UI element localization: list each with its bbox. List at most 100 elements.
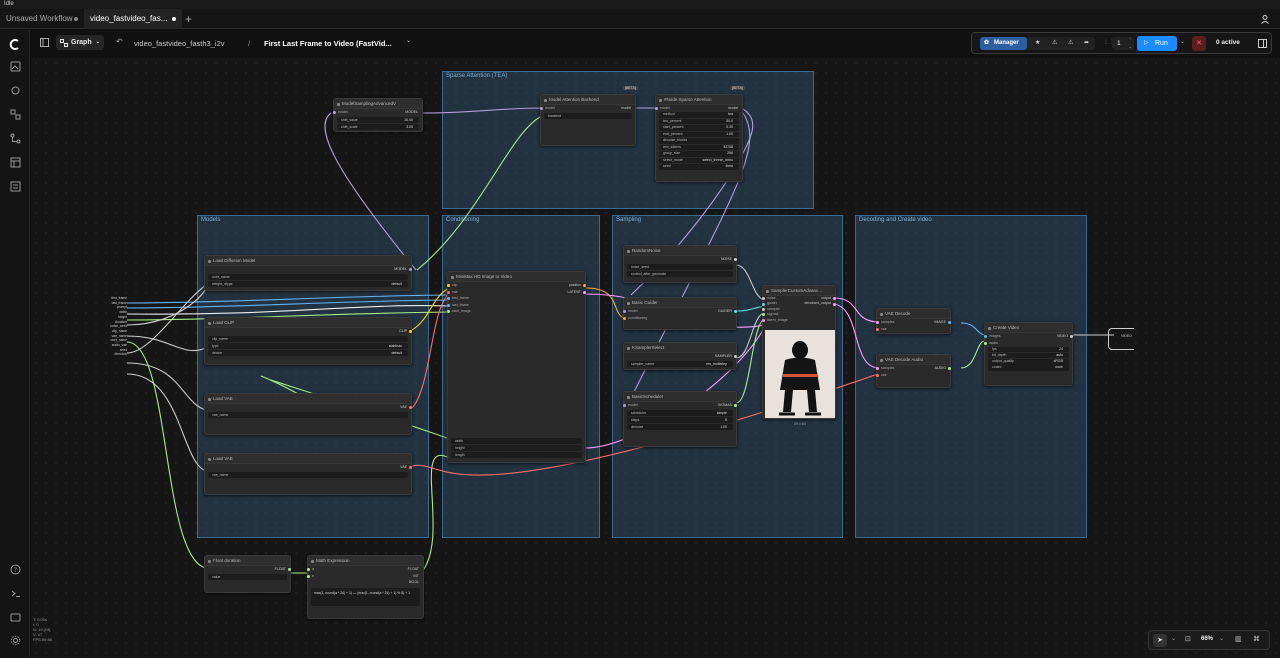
input-socket[interactable]: [540, 107, 543, 110]
zoom-chevron-icon[interactable]: ⌄: [1219, 636, 1225, 642]
primitive-output-label[interactable]: direction: [114, 352, 127, 357]
primitive-output-label[interactable]: prompt: [116, 305, 127, 310]
star-icon[interactable]: ★: [1035, 40, 1041, 46]
primitive-output-label[interactable]: height: [118, 314, 127, 319]
input-socket[interactable]: [447, 297, 450, 300]
node-load-vae[interactable]: Load VAE VAE vae_name: [204, 393, 412, 435]
output-socket[interactable]: [409, 406, 412, 409]
output-socket[interactable]: [833, 297, 836, 301]
input-socket[interactable]: [307, 574, 310, 578]
widget-noise-seed[interactable]: noise_seed: [627, 263, 733, 270]
input-socket[interactable]: [447, 303, 450, 307]
widget-clip-name[interactable]: clip_name: [208, 335, 408, 342]
widget-vae-name[interactable]: vae_name: [208, 471, 408, 478]
input-socket[interactable]: [447, 310, 450, 313]
input-socket[interactable]: [623, 404, 626, 407]
input-socket[interactable]: [984, 335, 987, 338]
node-load-diffusion-model[interactable]: Load Diffusion Model MODEL unet_name wei…: [204, 255, 412, 291]
primitive-output-label[interactable]: unet_name: [110, 338, 128, 343]
widget-width[interactable]: width: [451, 437, 582, 444]
primitive-output-label[interactable]: seed: [119, 347, 127, 352]
tab-video-fastvideo[interactable]: video_fastvideo_fas...: [84, 9, 182, 29]
output-socket[interactable]: [1070, 335, 1073, 338]
breadcrumb-title[interactable]: First Last Frame to Video (FastVid...: [264, 39, 392, 48]
user-icon[interactable]: [1260, 14, 1270, 24]
breadcrumb-workflow[interactable]: video_fastvideo_fasth3_i2v: [134, 39, 225, 48]
node-random-noise[interactable]: RandomNoise NOISE noise_seed control_aft…: [623, 245, 737, 283]
save-video-reroute[interactable]: VIDEO: [1108, 328, 1134, 350]
output-socket[interactable]: [948, 321, 951, 324]
widget-control-after-generate[interactable]: control_after_generate: [627, 270, 733, 277]
keyboard-icon[interactable]: [10, 612, 21, 623]
output-socket[interactable]: [948, 367, 951, 370]
manager-button[interactable]: ✿Manager: [980, 37, 1027, 50]
input-socket[interactable]: [447, 290, 450, 294]
input-socket[interactable]: [623, 316, 626, 320]
fit-view-icon[interactable]: ⊡: [1185, 636, 1191, 643]
comfy-logo-icon[interactable]: [9, 38, 22, 51]
output-socket[interactable]: [409, 330, 412, 333]
right-panel-toggle-icon[interactable]: [1258, 39, 1267, 48]
workflows-icon[interactable]: [10, 133, 21, 144]
input-socket[interactable]: [655, 107, 658, 110]
primitive-output-label[interactable]: vae_name: [111, 333, 127, 338]
output-socket[interactable]: [288, 568, 291, 571]
tab-unsaved-workflow[interactable]: Unsaved Workflow: [0, 9, 84, 29]
share-icon[interactable]: ➦: [1084, 40, 1090, 46]
input-socket[interactable]: [876, 367, 879, 370]
node-load-vae-audio[interactable]: Load VAE VAE vae_name: [204, 453, 412, 495]
model-library-icon[interactable]: [10, 85, 21, 96]
queue-icon[interactable]: [10, 181, 21, 192]
output-socket[interactable]: [409, 268, 412, 271]
graph-canvas[interactable]: Sparse Attention (TEA) Models Conditioni…: [31, 58, 1280, 658]
primitive-output-label[interactable]: noise_seed: [110, 324, 127, 329]
input-socket[interactable]: [623, 310, 626, 313]
widget-height[interactable]: height: [451, 444, 582, 451]
primitive-output-label[interactable]: last_frame: [111, 300, 127, 305]
output-socket[interactable]: [734, 310, 737, 313]
widget-length[interactable]: length: [451, 451, 582, 458]
input-socket[interactable]: [984, 341, 987, 345]
widget-backend[interactable]: backend: [544, 112, 632, 119]
drag-handle-icon[interactable]: ⋮⋮: [1103, 39, 1115, 45]
active-jobs-count[interactable]: 0 active: [1216, 39, 1240, 46]
run-button[interactable]: ▷Run: [1137, 36, 1177, 51]
alert-icon[interactable]: ⚠: [1068, 40, 1074, 46]
undo-arrow-icon[interactable]: ↶: [116, 37, 123, 46]
input-socket[interactable]: [762, 297, 765, 301]
queue-count-input[interactable]: 1⌃⌄: [1112, 37, 1134, 50]
hide-links-icon[interactable]: ⌘: [1253, 636, 1260, 643]
output-socket[interactable]: [583, 284, 586, 287]
input-socket[interactable]: [876, 327, 879, 331]
tool-chevron-icon[interactable]: ⌄: [1171, 636, 1177, 642]
image-icon[interactable]: [10, 61, 21, 72]
output-socket[interactable]: [734, 404, 737, 407]
templates-icon[interactable]: [10, 157, 21, 168]
input-socket[interactable]: [447, 284, 450, 287]
widget-unet-name[interactable]: unet_name: [208, 273, 408, 280]
add-tab-icon[interactable]: +: [185, 12, 193, 26]
primitive-output-label[interactable]: width: [119, 310, 127, 315]
